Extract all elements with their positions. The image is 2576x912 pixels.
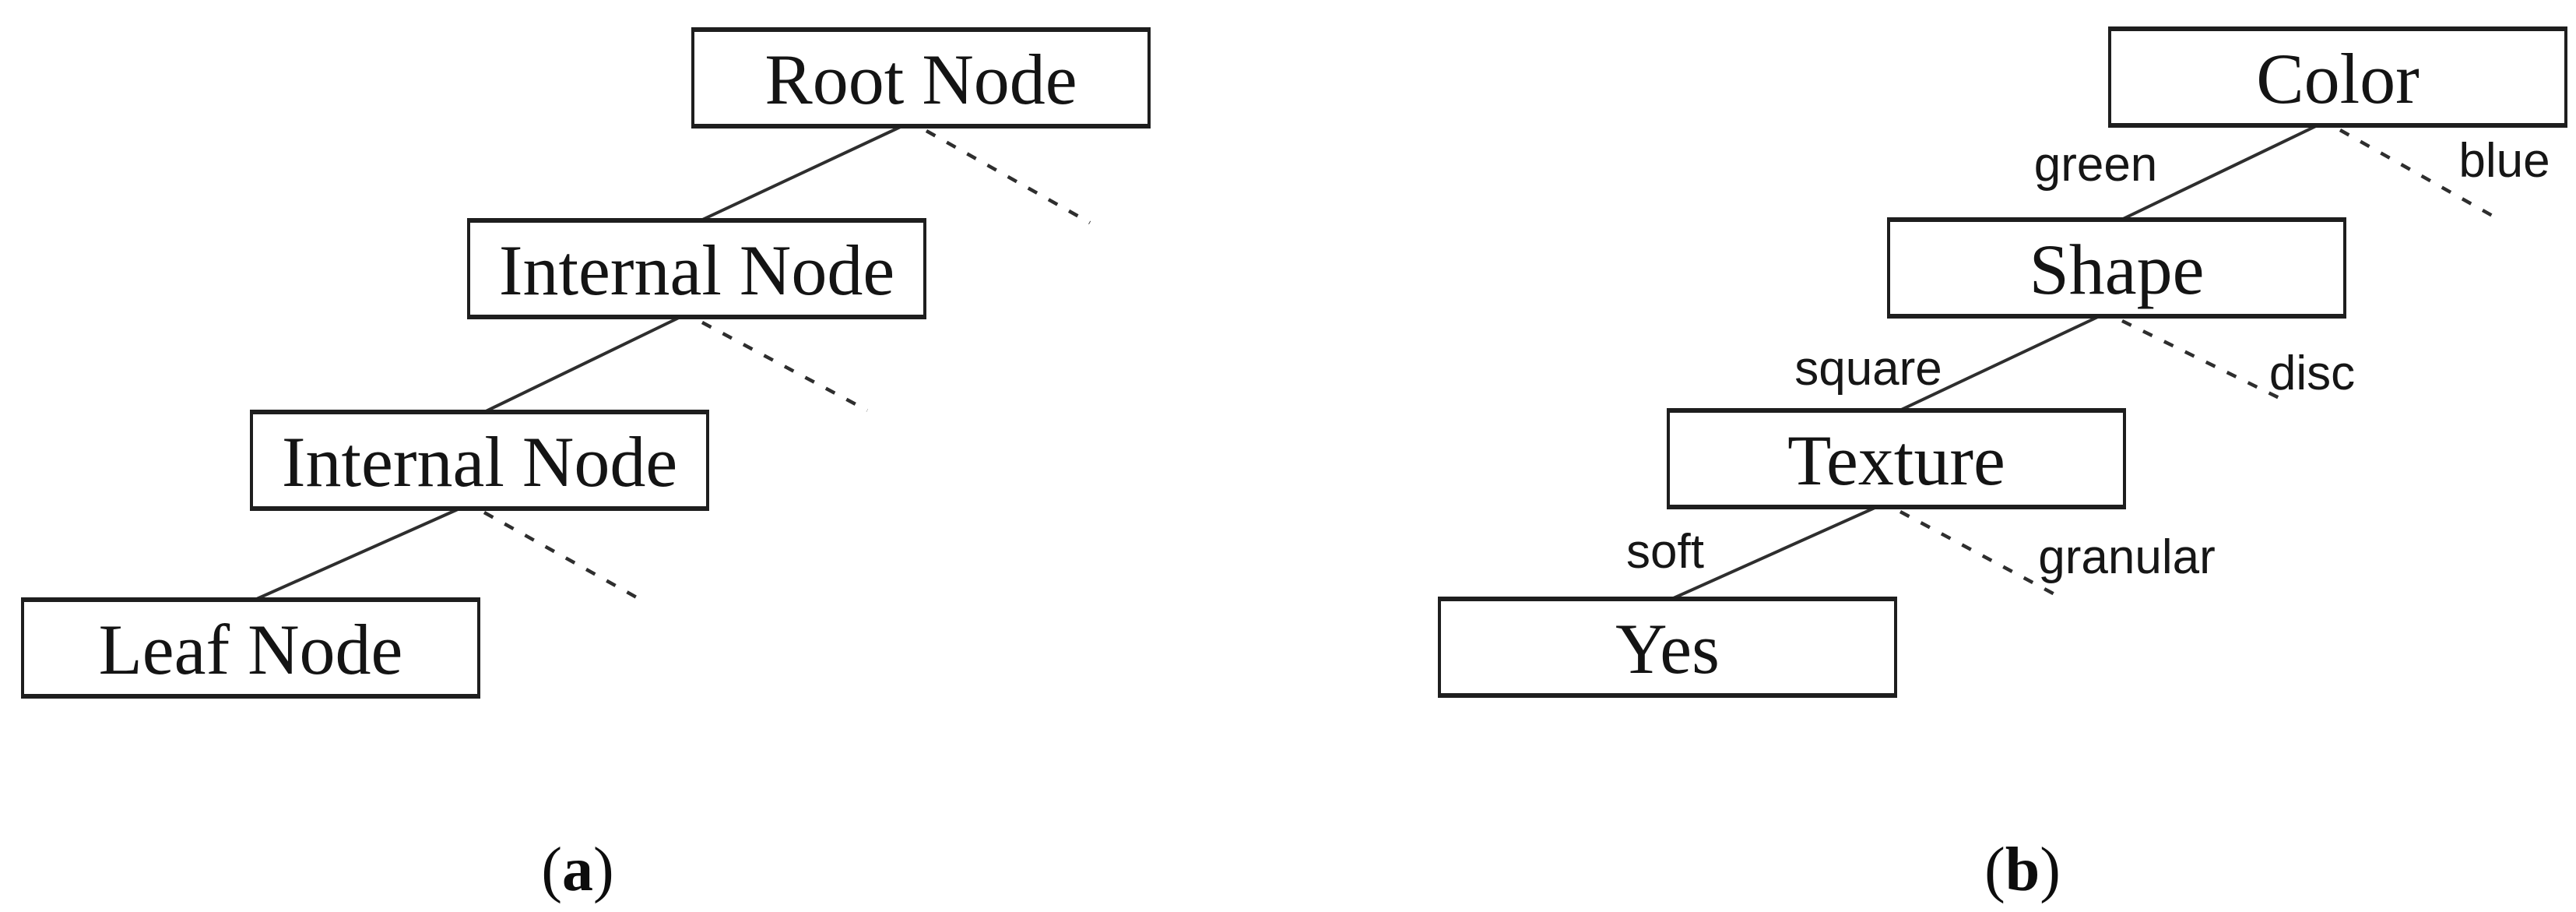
edge-b-texture-yes-solid: [1668, 504, 1881, 602]
edge-b-shape-right-dashed: [2121, 319, 2285, 403]
tree-b-shape-node-label: Shape: [2029, 230, 2205, 309]
edge-a-internal1-internal2-solid: [480, 315, 683, 415]
edge-a-internal2-right-dashed: [483, 511, 642, 601]
caption-a: (a): [541, 839, 613, 901]
tree-b-color-node: Color: [2108, 26, 2567, 128]
edge-b-color-right-dashed: [2339, 129, 2504, 223]
edge-label-green: green: [2033, 138, 2158, 192]
edge-a-root-right-dashed: [925, 129, 1091, 224]
tree-b-yes-node: Yes: [1438, 597, 1897, 698]
edge-label-granular: granular: [2038, 530, 2216, 584]
tree-b-shape-node: Shape: [1887, 217, 2346, 319]
tree-a-internal-node-2-label: Internal Node: [281, 422, 678, 502]
tree-b-texture-node-label: Texture: [1787, 421, 2005, 500]
tree-b-color-node-label: Color: [2256, 39, 2420, 118]
edge-label-disc: disc: [2268, 347, 2356, 400]
edge-b-texture-right-dashed: [1899, 510, 2058, 597]
caption-b-open-paren: (: [1984, 836, 2005, 904]
caption-b-close-paren: ): [2040, 836, 2061, 904]
tree-a-internal-node-1: Internal Node: [467, 218, 926, 319]
edge-label-soft: soft: [1626, 525, 1704, 579]
edge-b-shape-texture-solid: [1896, 313, 2103, 414]
caption-b: (b): [1984, 839, 2061, 901]
tree-b-yes-node-label: Yes: [1615, 609, 1720, 688]
edge-a-internal1-right-dashed: [701, 321, 869, 412]
edge-b-color-shape-solid: [2117, 122, 2321, 223]
tree-a-internal-node-1-label: Internal Node: [498, 231, 895, 310]
caption-a-letter: a: [562, 836, 593, 904]
caption-b-letter: b: [2005, 836, 2040, 904]
tree-b-texture-node: Texture: [1667, 408, 2126, 509]
caption-a-close-paren: ): [593, 836, 614, 904]
edge-a-root-internal1-solid: [697, 123, 906, 224]
tree-a-root-node: Root Node: [691, 27, 1151, 129]
edge-label-square: square: [1794, 342, 1942, 396]
edge-label-blue: blue: [2458, 134, 2550, 188]
tree-a-root-node-label: Root Node: [764, 40, 1077, 119]
caption-a-open-paren: (: [541, 836, 562, 904]
tree-a-leaf-node-label: Leaf Node: [98, 610, 403, 689]
tree-a-internal-node-2: Internal Node: [250, 410, 709, 511]
edge-a-internal2-leaf-solid: [251, 505, 466, 603]
tree-a-leaf-node: Leaf Node: [21, 597, 480, 699]
